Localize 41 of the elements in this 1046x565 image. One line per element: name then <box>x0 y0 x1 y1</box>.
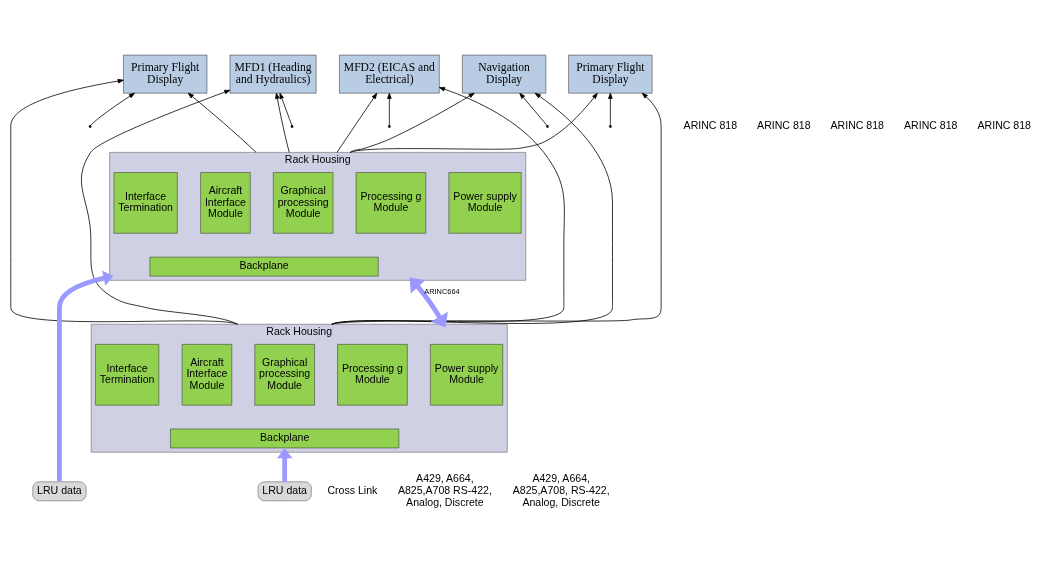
node-box: Processing g Module <box>355 171 427 234</box>
node-box: MFD1 (Heading and Hydraulics) <box>229 54 317 93</box>
label: ARINC 818 <box>683 118 738 131</box>
arrow <box>519 92 548 126</box>
arrow <box>275 92 290 153</box>
node-box: Power supply Module <box>430 343 504 405</box>
node-box: Primary Flight Display <box>123 54 208 93</box>
node-box: Power supply Module <box>448 171 522 234</box>
node-box: Primary Flight Display <box>568 54 653 93</box>
arrow <box>336 92 378 153</box>
label: ARINC 818 <box>977 118 1031 131</box>
label: ARINC 818 <box>830 118 884 131</box>
arrow <box>275 92 293 126</box>
node-box: Graphical processing Module <box>254 343 315 405</box>
node-box: MFD2 (EICAS and Electrical) <box>339 54 440 93</box>
node-box: Aircraft Interface Module <box>181 343 233 405</box>
arrow <box>608 92 613 126</box>
node-box: Backplane <box>149 256 379 276</box>
arrow <box>276 447 293 482</box>
label: ARINC 818 <box>904 118 958 131</box>
arrow <box>187 92 257 153</box>
arrow <box>349 92 598 153</box>
node-box: Interface Termination <box>95 343 160 405</box>
node-box: Graphical processing Module <box>273 171 334 234</box>
node-box: Aircraft Interface Module <box>200 171 251 234</box>
arrow <box>409 277 448 328</box>
label: ARINC 818 <box>757 118 811 131</box>
arrow <box>10 78 238 325</box>
label: A429, A664, A825,A708 RS-422, Analog, Discrete <box>397 471 492 508</box>
node-box: LRU data <box>32 481 87 501</box>
node-box: Navigation Display <box>462 54 547 93</box>
arrow <box>387 92 392 126</box>
node-box: Interface Termination <box>113 171 178 234</box>
node-box: LRU data <box>257 481 312 501</box>
label: Cross Link <box>327 483 378 496</box>
arrow <box>57 270 114 482</box>
label: A429, A664, A825,A708, RS-422, Analog, Discrete <box>512 471 610 508</box>
arrow <box>81 89 238 325</box>
node-box: Processing g Module <box>337 343 408 405</box>
arrow <box>90 92 135 126</box>
node-box: Backplane <box>170 428 400 448</box>
